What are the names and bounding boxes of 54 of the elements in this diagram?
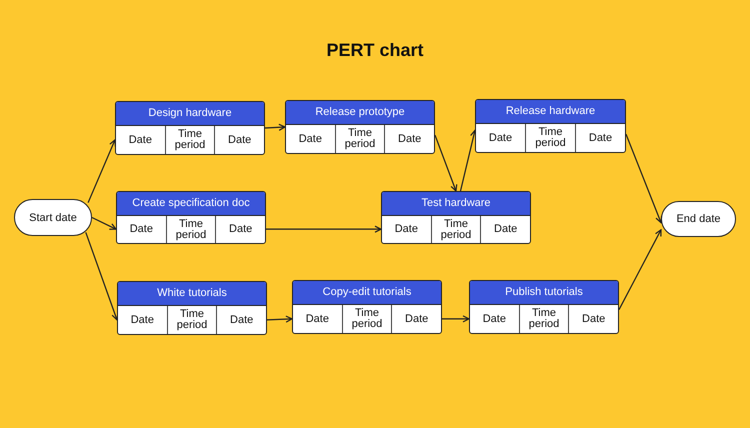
arrow (442, 315, 470, 322)
table-cell: Time period (525, 124, 575, 152)
task-card (475, 99, 626, 153)
table-cell-text: Date (482, 312, 507, 326)
table-cell-text: Date (128, 222, 154, 237)
table-cell: Date (216, 306, 266, 334)
table-cell: Time period (164, 126, 214, 154)
task-title: Publish tutorials (470, 281, 618, 305)
table-cell-text: Date (298, 132, 323, 146)
task-title: Copy-edit tutorials (293, 281, 441, 305)
arrow (88, 139, 116, 203)
table-cell: Date (480, 216, 530, 243)
table-cell-text: Date (128, 132, 153, 148)
arrow (266, 226, 382, 233)
arrow (266, 316, 293, 323)
table-cell: Time period (430, 216, 480, 243)
arrow (264, 124, 286, 131)
table-cell: Date (384, 125, 434, 153)
task-title: Release hardware (476, 100, 625, 124)
table-cell-text: Date (394, 222, 419, 237)
table-cell: Time period (166, 216, 216, 243)
table-cell: Date (214, 126, 264, 154)
task-title: Test hardware (382, 192, 530, 216)
arrow (92, 216, 117, 230)
table-cell: Date (575, 124, 625, 152)
task-title: White tutorials (118, 282, 266, 306)
table-cell: Date (215, 216, 265, 243)
table-cell: Time period (334, 125, 384, 153)
arrow (460, 130, 478, 192)
terminal-pill: Start date (14, 199, 92, 236)
task-card (117, 281, 267, 335)
table-cell-text: Date (488, 130, 514, 146)
task-card (285, 100, 435, 154)
task-card (381, 191, 531, 244)
arrow (625, 134, 662, 224)
task-title: Create specification doc (117, 192, 265, 216)
task-card (116, 191, 266, 244)
chart-title: PERT chart (325, 40, 425, 61)
table-cell: Time period (342, 305, 392, 333)
task-card (469, 280, 619, 334)
task-title: Release prototype (286, 101, 434, 125)
task-card (292, 280, 442, 334)
terminal-pill: End date (661, 201, 736, 237)
task-title: Design hardware (116, 102, 264, 126)
task-card (115, 101, 265, 155)
table-cell: Date (568, 305, 618, 333)
arrow (85, 232, 118, 320)
arrow (434, 134, 458, 192)
table-cell-text: Date (130, 312, 155, 328)
table-cell: Time period (518, 305, 568, 333)
table-cell: Date (391, 305, 441, 333)
arrow (618, 229, 662, 310)
table-cell-text: Date (304, 312, 330, 326)
table-cell: Time period (166, 306, 216, 334)
